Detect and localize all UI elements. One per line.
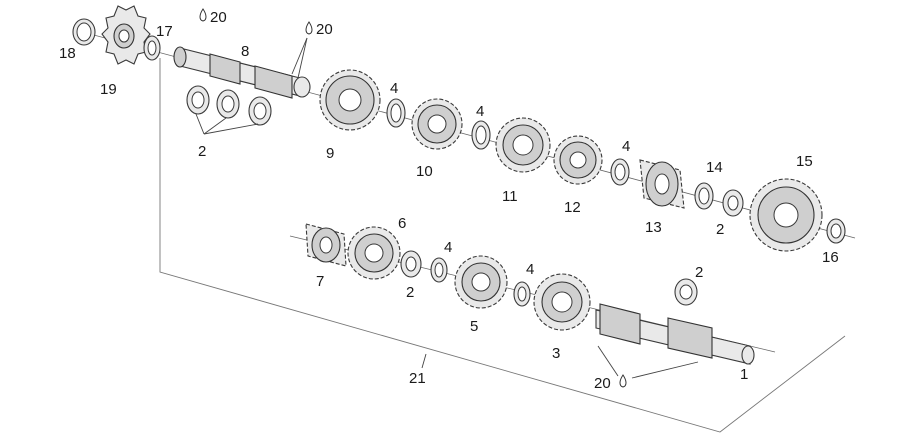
callout-14: 14	[706, 159, 723, 176]
washer-4-b	[471, 120, 491, 150]
gear-15	[749, 178, 823, 252]
washer-4-d	[430, 257, 448, 283]
needle-bearing-2-right	[722, 189, 744, 217]
washer-17	[143, 35, 161, 61]
oil-drop-icon	[305, 21, 313, 35]
gear-3	[533, 273, 591, 331]
callout-8: 8	[241, 43, 249, 60]
callout-4-d: 4	[444, 239, 452, 256]
gear-12	[553, 135, 603, 185]
callout-15: 15	[796, 153, 813, 170]
gear-9	[319, 69, 381, 131]
callout-6: 6	[398, 215, 406, 232]
callout-17: 17	[156, 23, 173, 40]
callout-labels: 18 19 17 20 8 20 2 9 4 10 4 11 12 4 13 1…	[59, 9, 839, 392]
callout-4-e: 4	[526, 261, 534, 278]
callout-2-upper: 2	[198, 143, 206, 160]
needle-bearings-2-upper	[186, 85, 272, 126]
callout-18: 18	[59, 45, 76, 62]
callout-4-c: 4	[622, 138, 630, 155]
washer-4-c	[610, 158, 630, 186]
circlip-18	[72, 18, 96, 46]
washer-16	[826, 218, 846, 244]
callout-12: 12	[564, 199, 581, 216]
oil-drop-icon	[199, 8, 207, 22]
callout-11: 11	[502, 188, 518, 205]
sprocket-19	[101, 5, 151, 65]
callout-4-a: 4	[390, 80, 398, 97]
callout-3: 3	[552, 345, 560, 362]
gear-5	[454, 255, 508, 309]
callout-10: 10	[416, 163, 433, 180]
callout-2-top-right: 2	[695, 264, 703, 281]
callout-1: 1	[740, 366, 748, 383]
needle-bearing-2-top-right	[674, 278, 698, 306]
leader-lines	[195, 37, 699, 379]
callout-13: 13	[645, 219, 662, 236]
callout-21: 21	[409, 370, 426, 387]
callout-7: 7	[316, 273, 324, 290]
callout-20-top-right: 20	[316, 21, 333, 38]
callout-5: 5	[470, 318, 478, 335]
assembly-frame	[159, 58, 846, 433]
callout-16: 16	[822, 249, 839, 266]
callout-2-lower: 2	[406, 284, 414, 301]
callout-20-bottom: 20	[594, 375, 611, 392]
main-shaft-8	[173, 46, 311, 99]
washer-4-e	[513, 281, 531, 307]
gear-11	[495, 117, 551, 173]
oil-drop-icons	[199, 8, 627, 388]
washer-4-a	[386, 98, 406, 128]
oil-drop-icon	[619, 374, 627, 388]
gear-7	[305, 223, 347, 267]
gear-13	[639, 159, 685, 209]
gear-6	[347, 226, 401, 280]
callout-9: 9	[326, 145, 334, 162]
callout-20-top-left: 20	[210, 9, 227, 26]
callout-19: 19	[100, 81, 117, 98]
countershaft-1	[595, 303, 755, 365]
callout-2-right: 2	[716, 221, 724, 238]
washer-14	[694, 182, 714, 210]
axis-lines	[74, 29, 856, 353]
gear-10	[411, 98, 463, 150]
callout-4-b: 4	[476, 103, 484, 120]
needle-bearing-2-lower	[400, 250, 422, 278]
